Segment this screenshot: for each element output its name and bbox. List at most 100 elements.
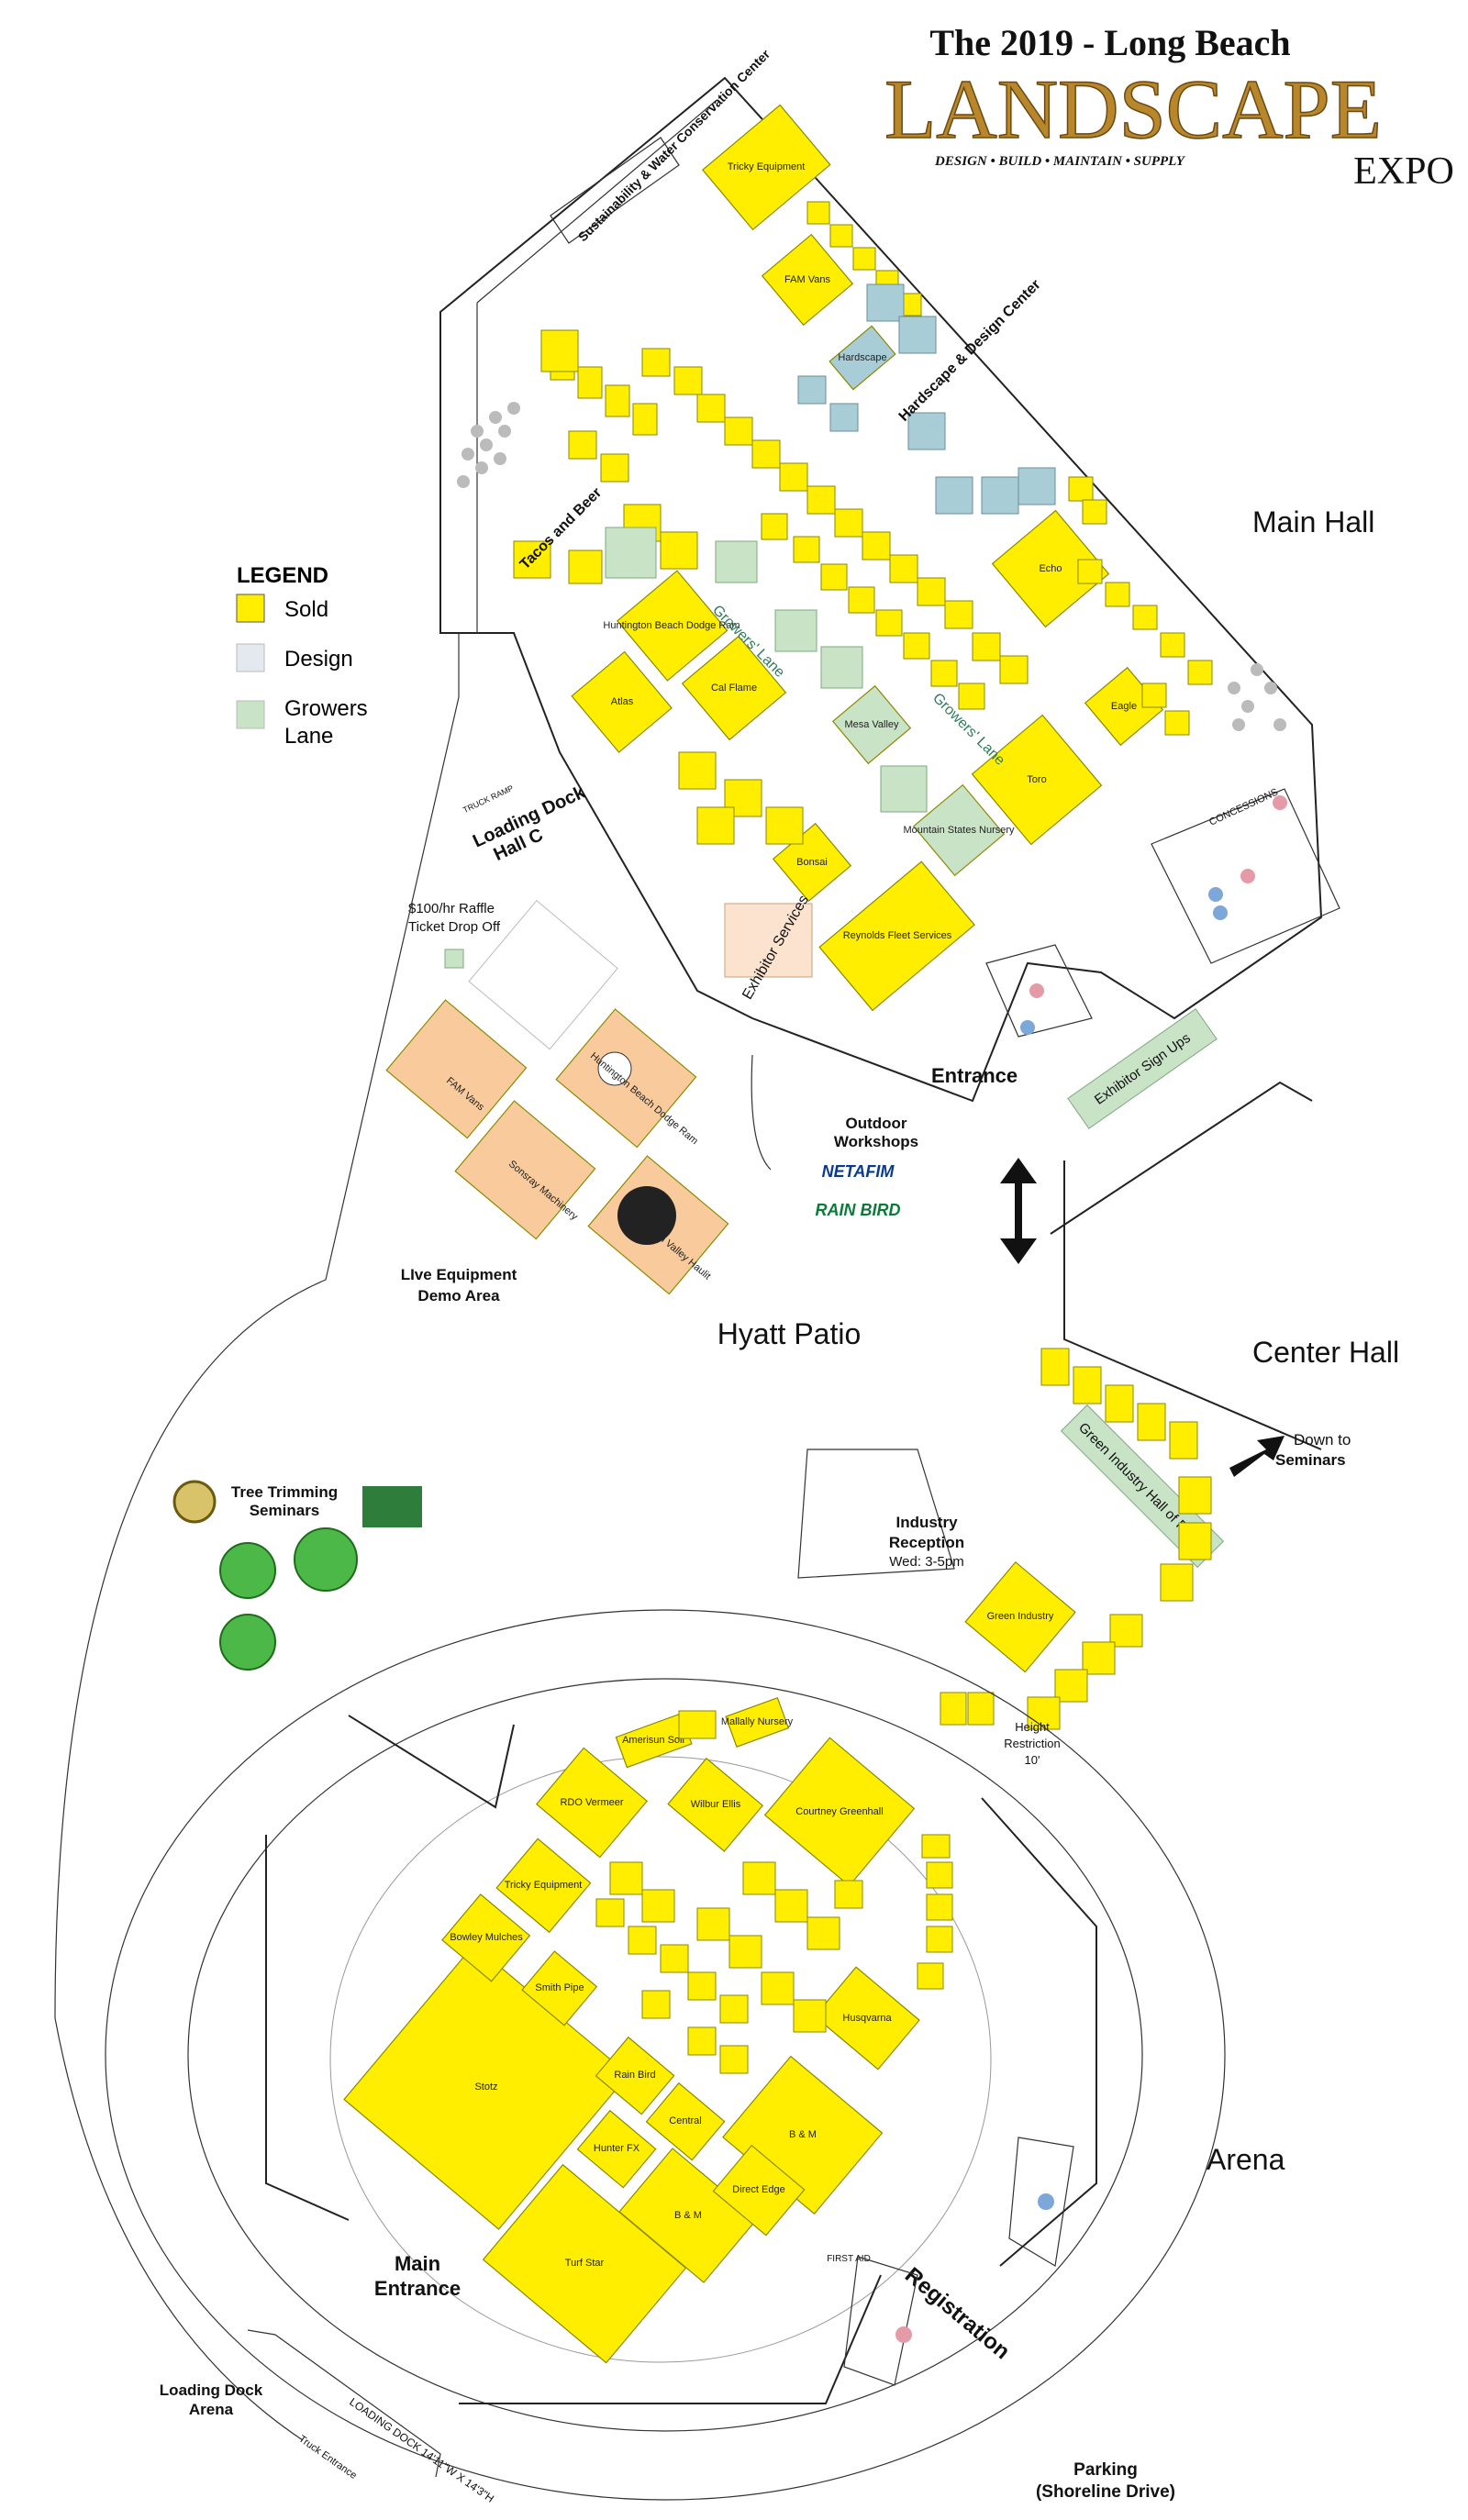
arena-booth-label: Mallally Nursery	[721, 1716, 794, 1727]
label-hyatt-patio: Hyatt Patio	[717, 1317, 862, 1350]
booth-rain-bird[interactable]	[595, 2036, 675, 2115]
booth-label: Reynolds Fleet Services	[843, 930, 952, 941]
booth-hardscape[interactable]	[829, 325, 896, 391]
booth-mallally[interactable]	[725, 1696, 790, 1748]
booth-wilbur-ellis[interactable]	[667, 1757, 764, 1852]
booth-fam-vans[interactable]	[761, 233, 854, 327]
label-height-1: Height	[1015, 1720, 1050, 1734]
label-parking-1: Parking	[1073, 2460, 1138, 2480]
booth-label: FAM Vans	[784, 274, 830, 285]
legend-label-sold: Sold	[284, 597, 328, 622]
arena-booth-label: Wilbur Ellis	[691, 1799, 741, 1810]
label-loading-dock-size: LOADING DOCK 14'11"W X 14'3"H	[347, 2395, 496, 2505]
arena-booth-label: RDO Vermeer	[560, 1797, 623, 1808]
restroom-men-icon	[1038, 2193, 1054, 2210]
legend-swatch-sold	[236, 594, 265, 623]
label-exhibitor-signups: Exhibitor Sign Ups	[1092, 1030, 1194, 1108]
booth-rdo[interactable]	[535, 1747, 649, 1859]
booth-label: Cal Flame	[711, 683, 757, 694]
booth-courtney[interactable]	[763, 1737, 916, 1887]
booth-husqvarna[interactable]	[814, 1966, 920, 2070]
legend: LEGEND Sold Design Growers Lane	[236, 563, 368, 749]
legend-label-design: Design	[284, 647, 353, 672]
booth-tricky-equipment[interactable]	[702, 104, 831, 231]
booth-label: Eagle	[1111, 701, 1137, 712]
booth-smith-pipe[interactable]	[521, 1950, 598, 2026]
booth-atlas[interactable]	[571, 650, 673, 753]
label-loading-dock-arena-1: Loading Dock	[160, 2381, 263, 2399]
booth-central[interactable]	[645, 2081, 726, 2161]
booth-toro[interactable]	[971, 714, 1103, 846]
seminar-logo-2-icon	[362, 1486, 422, 1527]
demo-area: FAM Vans Huntington Beach Dodge Ram Sons…	[385, 899, 729, 1295]
label-main-hall: Main Hall	[1252, 505, 1374, 538]
booth-cal-flame[interactable]	[681, 635, 787, 741]
booth-label: Toro	[1027, 774, 1046, 785]
label-demo-1: LIve Equipment	[401, 1266, 517, 1283]
label-parking-2: (Shoreline Drive)	[1036, 2482, 1175, 2502]
raffle-dropoff-box	[444, 949, 464, 969]
booth-label: Mountain States Nursery	[903, 825, 1015, 836]
label-demo-2: Demo Area	[417, 1287, 500, 1304]
booth-bowley[interactable]	[441, 1893, 531, 1982]
sponsor-rainbird: RAIN BIRD	[816, 1201, 901, 1219]
expo-logo: The 2019 - Long Beach LANDSCAPE DESIGN •…	[884, 22, 1454, 193]
label-tree-2: Seminars	[250, 1502, 320, 1519]
arena-booth-label: Central	[669, 2115, 701, 2126]
booth-mesa-valley[interactable]	[831, 684, 912, 765]
booth-label: Echo	[1039, 563, 1062, 574]
arena-booth-label: B & M	[674, 2210, 702, 2221]
label-down-1: Down to	[1294, 1431, 1351, 1449]
booth-echo[interactable]	[991, 509, 1110, 628]
arena-booth-label: Turf Star	[565, 2258, 605, 2269]
exhibitor-services-booth[interactable]	[724, 903, 813, 978]
booth-hunter-fx[interactable]	[576, 2109, 657, 2189]
label-concessions: CONCESSIONS	[1207, 786, 1280, 827]
outer-boundary	[54, 633, 460, 2441]
down-to-seminars-icon	[1229, 1436, 1284, 1477]
booth-label: Bonsai	[796, 857, 828, 868]
exhibitor-signups-booth[interactable]	[1067, 1008, 1218, 1129]
label-height-2: Restriction	[1004, 1737, 1060, 1750]
arena-booth-label: Smith Pipe	[535, 1982, 584, 1993]
arena-booth-label: Direct Edge	[732, 2184, 784, 2195]
booth-label: Atlas	[611, 696, 634, 707]
booth-bm-2[interactable]	[618, 2148, 758, 2283]
booth-label: Mesa Valley	[844, 719, 899, 730]
booth-label: Green Industry	[987, 1611, 1054, 1622]
booth-reynolds[interactable]	[818, 860, 975, 1012]
tree-icon	[219, 1542, 276, 1599]
legend-title: LEGEND	[237, 563, 328, 588]
booth-green-industry[interactable]	[964, 1560, 1076, 1673]
arena-booth-label: Husqvarna	[842, 2013, 892, 2024]
logo-line2: LANDSCAPE	[884, 62, 1382, 156]
label-height-3: 10'	[1025, 1753, 1040, 1767]
booth-tricky-arena[interactable]	[495, 1837, 592, 1934]
demo-booth-sonsray[interactable]	[454, 1100, 596, 1240]
booth-label: Tricky Equipment	[728, 161, 806, 172]
booth-hb-dodge[interactable]	[616, 570, 728, 682]
label-truck-entrance: Truck Entrance	[296, 2434, 359, 2481]
booth-mountain-states[interactable]	[912, 783, 1006, 877]
legend-label-growers-2: Lane	[284, 724, 333, 749]
arena-booths: Stotz Turf Star B & M B & M Direct Edge …	[343, 1696, 953, 2364]
tree-seminars: Tree Trimming Seminars	[172, 1480, 422, 1671]
legend-swatch-growers	[236, 700, 265, 729]
booth-direct-edge[interactable]	[712, 2144, 806, 2237]
arena-booth-label: Courtney Greenhall	[795, 1806, 883, 1817]
arena-booth-label: Tricky Equipment	[505, 1880, 583, 1891]
label-industry-2: Reception	[889, 1534, 964, 1551]
arena-booth-label: Bowley Mulches	[450, 1932, 523, 1943]
label-main-entrance-2: Entrance	[374, 2277, 461, 2300]
tree-icon	[219, 1614, 276, 1671]
arena-booth-label: Rain Bird	[614, 2070, 655, 2081]
label-arena: Arena	[1207, 2143, 1285, 2176]
restroom-women-icon	[895, 2326, 912, 2343]
walkway-arrow-icon	[1000, 1158, 1037, 1264]
demo-booth-fam-vans[interactable]	[385, 999, 528, 1139]
seating-dots	[457, 402, 1286, 731]
label-first-aid: FIRST AID	[827, 2254, 871, 2264]
legend-label-growers: Growers	[284, 696, 368, 721]
label-raffle-2: Ticket Drop Off	[408, 919, 501, 935]
